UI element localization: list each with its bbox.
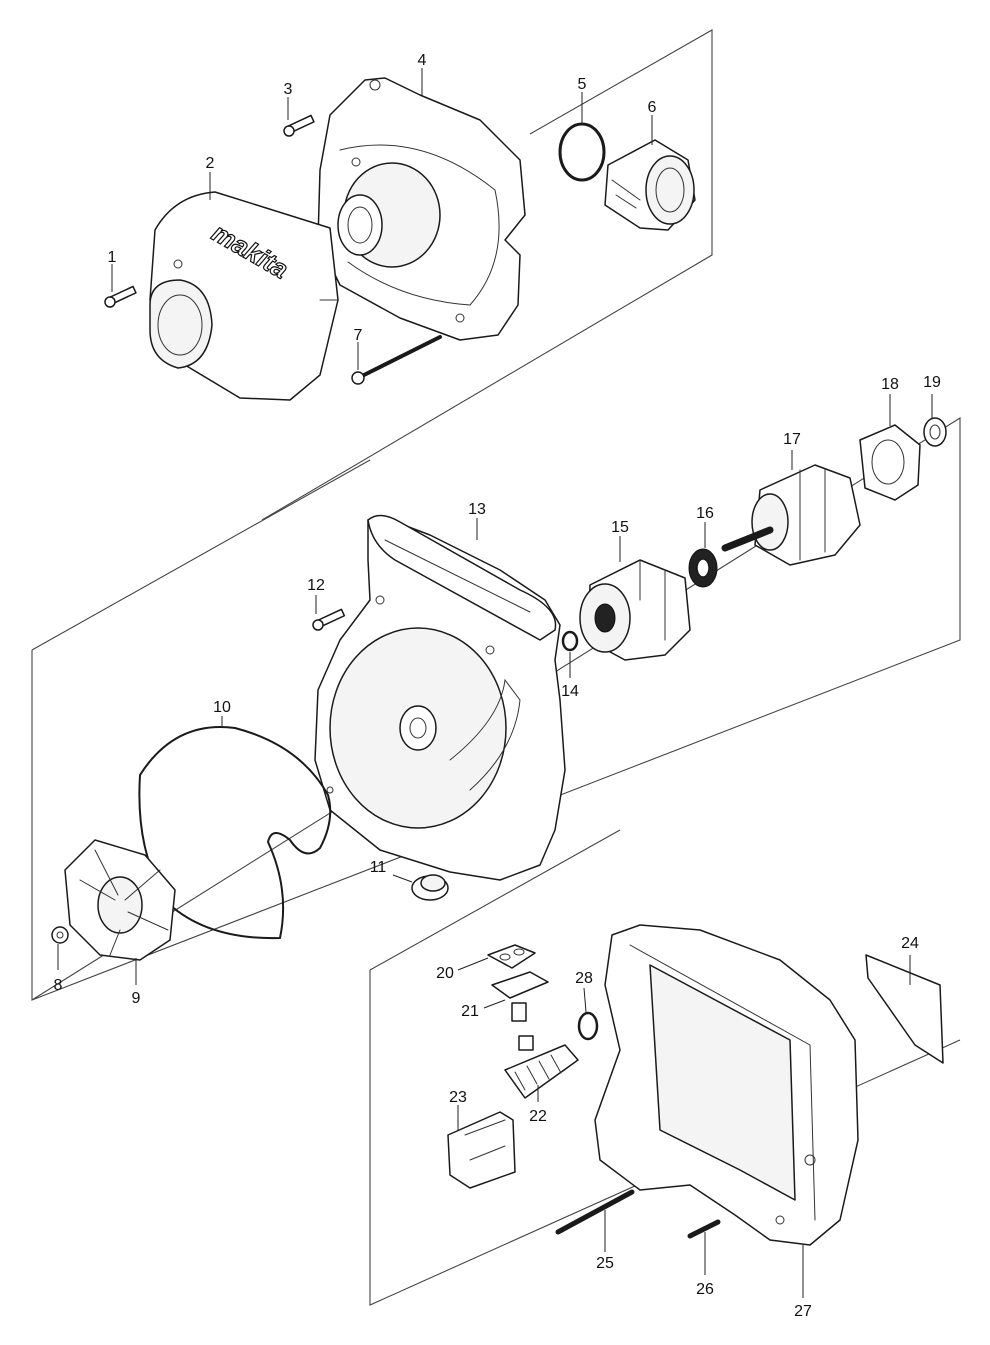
rod-part-25	[555, 1189, 635, 1235]
callout-23: 23	[449, 1089, 467, 1106]
callout-11: 11	[370, 859, 387, 876]
screw-part-3	[283, 114, 315, 137]
callout-19: 19	[923, 374, 941, 391]
callout-13: 13	[468, 501, 486, 518]
callout-26: 26	[696, 1281, 714, 1298]
washer-part-14	[561, 630, 579, 652]
callout-15: 15	[611, 519, 629, 536]
leader-lines	[57, 68, 933, 1298]
callout-20: 20	[436, 965, 454, 982]
callout-10: 10	[213, 699, 231, 716]
nut-part-8	[51, 926, 69, 944]
section-frame-middle	[31, 417, 961, 1001]
section-frame-middle-link	[31, 459, 371, 651]
callout-4: 4	[418, 52, 427, 69]
main-housing-part-13	[314, 514, 566, 881]
controller-part-23	[447, 1111, 516, 1189]
end-ring-part-18	[859, 424, 921, 501]
callout-17: 17	[783, 431, 801, 448]
callout-18: 18	[881, 376, 899, 393]
callout-labels: 1 2 3 4 5 6 7 8 9 10 11 12 13 14 15 16 1…	[54, 52, 941, 1320]
callout-28: 28	[575, 970, 593, 987]
housing-rear-part-4	[317, 77, 526, 341]
callout-6: 6	[648, 99, 657, 116]
seal-part-20	[487, 944, 536, 969]
cap-part-11	[411, 874, 449, 901]
callout-21: 21	[461, 1003, 479, 1020]
callout-7: 7	[354, 327, 363, 344]
housing-front-part-2: makita	[149, 191, 339, 401]
lower-housing-part-27	[594, 924, 859, 1246]
callout-2: 2	[206, 155, 215, 172]
screw-part-12	[312, 608, 346, 631]
callout-5: 5	[578, 76, 587, 93]
o-ring-part-28	[577, 1011, 599, 1041]
callout-27: 27	[794, 1303, 812, 1320]
gasket-part-10	[138, 726, 332, 940]
label-part-24	[865, 954, 944, 1064]
callout-12: 12	[307, 577, 325, 594]
callout-16: 16	[696, 505, 714, 522]
motor-holder-part-15	[579, 559, 691, 661]
section-frame-bottom-top	[369, 829, 621, 971]
callout-24: 24	[901, 935, 919, 952]
motor-part-17	[721, 464, 861, 566]
callout-9: 9	[132, 990, 141, 1007]
callout-22: 22	[529, 1108, 547, 1125]
o-ring-part-5	[558, 122, 606, 182]
nozzle-adapter-part-6	[604, 139, 696, 231]
fan-part-9	[64, 839, 176, 961]
section-frame-top	[261, 29, 713, 521]
callout-1: 1	[108, 249, 117, 266]
screw-part-1	[104, 285, 137, 308]
pin-part-26	[687, 1219, 721, 1239]
long-screw-part-7	[351, 335, 442, 385]
bearing-part-16	[688, 548, 718, 588]
callout-25: 25	[596, 1255, 614, 1272]
callout-14: 14	[561, 683, 579, 700]
switch-part-21	[491, 971, 549, 1022]
circuit-board-part-22	[504, 1035, 579, 1099]
callout-3: 3	[284, 81, 293, 98]
callout-8: 8	[54, 977, 63, 994]
bushing-part-19	[923, 417, 947, 447]
